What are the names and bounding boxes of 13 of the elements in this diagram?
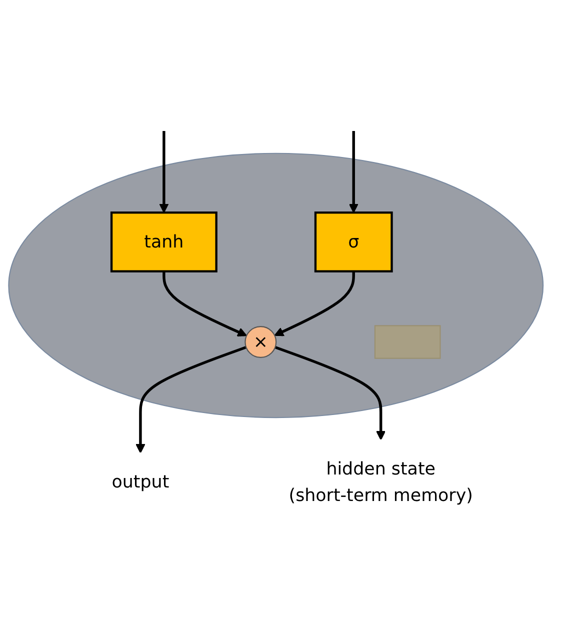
arrow — [136, 346, 247, 454]
cluster — [8, 153, 544, 418]
node-text: hidden state (short-term memory) — [288, 458, 473, 506]
node-circle: × — [244, 326, 277, 358]
arrow — [162, 272, 247, 337]
node-box: tanh — [110, 212, 218, 273]
arrow — [348, 131, 358, 214]
node-text: output — [112, 472, 170, 492]
arrow — [274, 346, 386, 441]
arrow — [274, 272, 355, 336]
node-box — [374, 325, 441, 360]
node-box: σ — [314, 212, 393, 273]
arrow — [159, 131, 169, 214]
